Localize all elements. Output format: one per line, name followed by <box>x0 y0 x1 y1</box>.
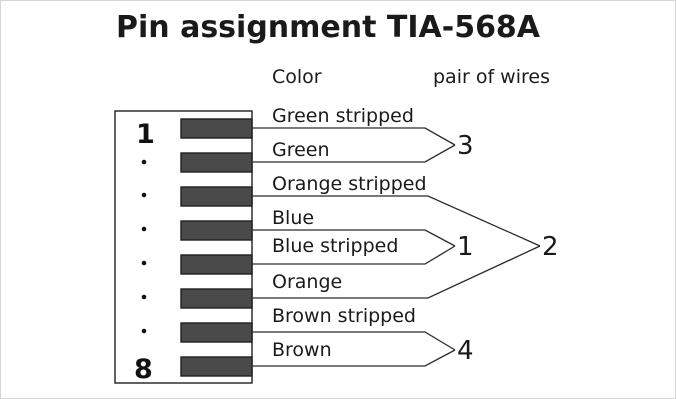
pin-bar-6 <box>180 288 253 309</box>
pin-dot <box>141 260 147 266</box>
wire-line-5 <box>252 245 456 265</box>
pin-number-last: 8 <box>134 354 153 385</box>
wire-line-1 <box>252 127 456 146</box>
wire-line-6 <box>252 245 541 299</box>
pair-number-green: 3 <box>457 131 474 161</box>
wire-label-4: Blue <box>272 207 314 229</box>
wire-label-6: Orange <box>272 271 342 293</box>
pin-bar-1 <box>180 118 253 139</box>
header-color: Color <box>272 66 322 88</box>
pin-dot <box>141 159 147 165</box>
wire-label-3: Orange stripped <box>272 173 427 195</box>
pin-bar-7 <box>180 322 253 343</box>
pin-bar-5 <box>180 254 253 275</box>
wire-line-2 <box>252 144 456 163</box>
pin-bar-8 <box>180 356 253 377</box>
wire-label-7: Brown stripped <box>272 305 416 327</box>
pair-number-blue: 1 <box>457 232 474 262</box>
pin-bar-4 <box>180 220 253 241</box>
pin-bar-3 <box>180 186 253 207</box>
wire-line-8 <box>252 349 456 367</box>
pin-dot <box>141 328 147 334</box>
header-pair-of-wires: pair of wires <box>433 66 550 88</box>
wire-line-4 <box>252 229 456 247</box>
wire-label-2: Green <box>272 139 330 161</box>
wire-line-7 <box>252 331 456 351</box>
wire-label-8: Brown <box>272 339 332 361</box>
page-title: Pin assignment TIA-568A <box>116 10 541 45</box>
pin-bar-2 <box>180 152 253 173</box>
pair-number-orange: 2 <box>542 232 559 262</box>
pin-dot <box>141 192 147 198</box>
wire-label-5: Blue stripped <box>272 235 398 257</box>
wire-line-3 <box>252 195 541 247</box>
wire-label-1: Green stripped <box>272 105 414 127</box>
pin-dot <box>141 294 147 300</box>
pin-dot <box>141 226 147 232</box>
pair-number-brown: 4 <box>457 336 474 366</box>
pin-number-first: 1 <box>136 119 155 150</box>
